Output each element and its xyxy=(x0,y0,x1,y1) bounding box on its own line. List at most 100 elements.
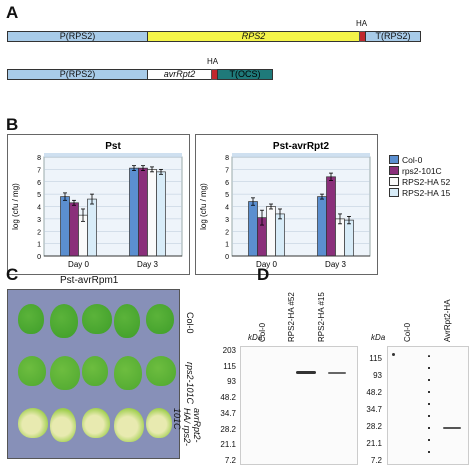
y-tick-label: 1 xyxy=(37,242,41,249)
legend-item: Col-0 xyxy=(389,154,450,165)
leaf xyxy=(18,304,44,334)
y-tick-label: 7 xyxy=(225,167,229,174)
legend-item: RPS2-HA 52 xyxy=(389,176,450,187)
y-tick-label: 2 xyxy=(37,229,41,236)
lane-label: Col-0 xyxy=(403,322,412,342)
y-axis-label: log (cfu / mg) xyxy=(199,183,208,230)
x-category-label: Day 3 xyxy=(325,260,346,269)
mw-marker-label: 34.7 xyxy=(220,408,236,418)
terminator-rps2-segment: T(RPS2) xyxy=(365,31,421,42)
y-tick-label: 5 xyxy=(37,192,41,199)
chart-title: Pst xyxy=(105,141,121,152)
terminator-ocs-segment: T(OCS) xyxy=(217,69,273,80)
y-tick-label: 3 xyxy=(225,217,229,224)
y-tick-label: 0 xyxy=(37,254,41,261)
legend-swatch xyxy=(389,166,399,175)
terminator-label: T(RPS2) xyxy=(375,31,411,41)
terminator-label: T(OCS) xyxy=(229,69,261,79)
rps2-gene-segment: RPS2 xyxy=(147,31,360,42)
panel-b-label: B xyxy=(6,115,19,134)
promoter-rps2-segment: P(RPS2) xyxy=(7,31,148,42)
y-tick-label: 5 xyxy=(225,192,229,199)
mw-marker-label: 93 xyxy=(227,377,236,387)
panel-c-label: C xyxy=(6,265,19,284)
bar xyxy=(266,206,276,257)
leaf xyxy=(114,356,142,390)
promoter-rps2-segment: P(RPS2) xyxy=(7,69,148,80)
avrrpt2-gene-segment: avrRpt2 xyxy=(147,69,212,80)
leaf xyxy=(146,356,176,386)
mw-marker-label: 48.2 xyxy=(220,393,236,403)
panel-a-label: A xyxy=(6,3,19,22)
legend-label: RPS2-HA 15 xyxy=(402,187,451,198)
legend-swatch xyxy=(389,188,399,197)
mw-marker-label: 203 xyxy=(222,346,236,355)
legend-item: RPS2-HA 15 xyxy=(389,187,450,198)
y-tick-label: 1 xyxy=(225,242,229,249)
gene-label: RPS2 xyxy=(241,31,266,41)
row-label-avrrpt2: avrRpt2-HA/ rps2-101C xyxy=(172,408,202,456)
leaf-photo xyxy=(7,289,180,459)
mw-marker-label: 48.2 xyxy=(366,388,382,397)
legend-swatch xyxy=(389,155,399,164)
legend-label: rps2-101C xyxy=(402,165,442,176)
mw-marker-label: 93 xyxy=(373,371,382,380)
y-tick-label: 4 xyxy=(37,205,41,212)
bar xyxy=(69,202,79,257)
y-tick-label: 8 xyxy=(37,155,41,162)
panel-d-label: D xyxy=(257,265,270,284)
legend-label: RPS2-HA 52 xyxy=(402,176,451,187)
leaf xyxy=(82,304,112,334)
kda-label-2: kDa xyxy=(371,333,386,342)
promoter-label: P(RPS2) xyxy=(59,69,96,79)
legend-swatch xyxy=(389,177,399,186)
y-tick-label: 4 xyxy=(225,205,229,212)
legend-item: rps2-101C xyxy=(389,165,450,176)
leaf xyxy=(50,304,78,338)
gene-label: avrRpt2 xyxy=(163,69,196,79)
mw-marker-label: 28.2 xyxy=(366,422,382,431)
lane-label: RPS2-HA #15 xyxy=(317,292,326,342)
lane-label: AvrRpt2-HA xyxy=(443,299,452,342)
bar xyxy=(60,196,70,257)
bar xyxy=(129,167,139,257)
ha-label: HA xyxy=(356,19,368,28)
row-label-col0: Col-0 xyxy=(185,312,195,334)
plot-top-band xyxy=(44,153,182,157)
panel-c-title: Pst-avrRpm1 xyxy=(60,275,119,286)
bar xyxy=(147,169,157,257)
band-rps2-ha-15 xyxy=(328,372,346,374)
leaf xyxy=(50,356,80,390)
band-avrrpt2-ha xyxy=(443,427,461,429)
mw-marker-label: 115 xyxy=(369,354,382,363)
chart-title: Pst-avrRpt2 xyxy=(273,141,330,152)
row-label-avrrpt2-text: avrRpt2-HA/ rps2-101C xyxy=(172,408,202,447)
bar xyxy=(335,218,345,257)
y-tick-label: 2 xyxy=(225,229,229,236)
mw-marker-label: 21.1 xyxy=(220,440,236,450)
bar xyxy=(138,167,148,257)
row-label-rps2: rps2-101C xyxy=(185,362,195,405)
leaf xyxy=(146,304,174,334)
x-category-label: Day 3 xyxy=(137,260,158,269)
mw-marker-label: 115 xyxy=(223,361,236,371)
leaf xyxy=(18,356,46,386)
western-blot-2 xyxy=(387,346,469,465)
dot-spot xyxy=(392,353,395,356)
bar xyxy=(326,176,336,257)
x-category-label: Day 0 xyxy=(68,260,89,269)
y-tick-label: 3 xyxy=(37,217,41,224)
kda-label-1: kDa xyxy=(248,333,263,342)
western-blot-1 xyxy=(240,346,358,465)
y-tick-label: 6 xyxy=(37,180,41,187)
y-axis-label: log (cfu / mg) xyxy=(11,183,20,230)
bar xyxy=(317,196,327,257)
leaf xyxy=(82,408,110,438)
ha-label: HA xyxy=(207,57,219,66)
lane-label: Col-0 xyxy=(258,322,267,342)
leaf xyxy=(146,408,172,438)
y-tick-label: 8 xyxy=(225,155,229,162)
